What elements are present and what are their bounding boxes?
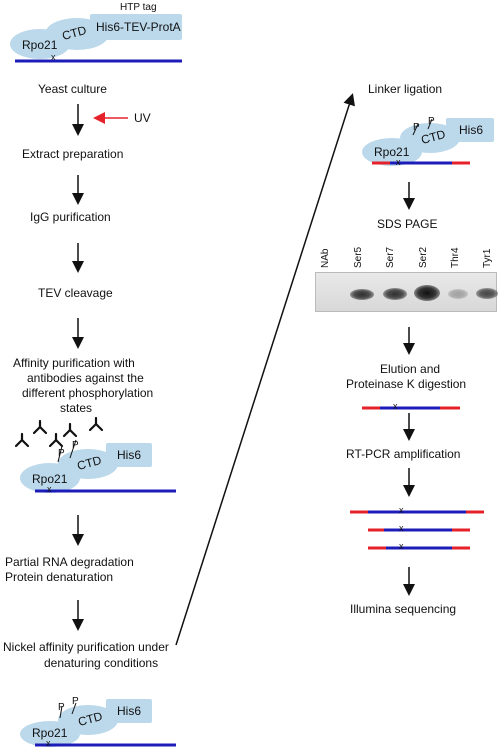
lane-label-ser2: Ser2 <box>418 246 429 268</box>
bottom-crosslink-mark: x <box>46 738 51 748</box>
affinity-crosslink-mark: x <box>47 484 52 494</box>
step-elution-line-2: Proteinase K digestion <box>346 377 467 391</box>
gel-band-ser5 <box>350 289 374 300</box>
step-partial-rna-degradation: Partial RNA degradation <box>5 555 134 569</box>
sds-page-gel <box>315 272 498 312</box>
gel-band-thr4 <box>448 289 468 299</box>
linker-construct <box>362 118 494 166</box>
affinity-p2-label: P <box>72 440 79 451</box>
lane-label-tyr1: Tyr1 <box>482 248 493 268</box>
step-protein-denaturation: Protein denaturation <box>5 570 114 584</box>
step-linker-ligation: Linker ligation <box>368 82 443 96</box>
step-yeast-culture: Yeast culture <box>38 82 107 96</box>
gel-band-ser2 <box>414 285 440 301</box>
tag-box <box>90 14 182 40</box>
step-tev-cleavage: TEV cleavage <box>38 286 113 300</box>
bottom-construct <box>20 699 176 747</box>
pcr-crosslink-mark-1: x <box>399 505 404 515</box>
htp-tag-label: HTP tag <box>120 2 157 13</box>
step-affinity-line-3: different phosphorylation <box>22 386 154 400</box>
linker-rpo21-label: Rpo21 <box>374 145 410 159</box>
linker-his6-label: His6 <box>459 123 484 137</box>
bottom-p1-label: P <box>58 702 65 713</box>
linker-p1-label: P <box>413 122 420 133</box>
step-affinity-line-2: antibodies against the <box>27 371 144 385</box>
step-affinity-line-1: Affinity purification with <box>13 356 135 370</box>
affinity-rpo21-label: Rpo21 <box>32 472 68 486</box>
step-nickel-line-1: Nickel affinity purification under <box>3 640 169 654</box>
step-illumina-sequencing: Illumina sequencing <box>350 602 457 616</box>
linker-p2-label: P <box>428 116 435 127</box>
top-crosslink-mark: x <box>51 52 56 62</box>
uv-label: UV <box>134 111 151 125</box>
linker-crosslink-mark: x <box>396 157 401 167</box>
pcr-crosslink-mark-3: x <box>399 541 404 551</box>
antibodies <box>14 416 104 448</box>
top-rpo21-label: Rpo21 <box>22 38 58 52</box>
rpo21-blob <box>10 29 70 59</box>
affinity-p1-label: P <box>58 448 65 459</box>
tag-box-label: His6-TEV-ProtA <box>96 20 181 34</box>
step-rt-pcr-amplification: RT-PCR amplification <box>346 447 461 461</box>
pcr-products <box>350 510 484 550</box>
lane-label-ser7: Ser7 <box>385 246 396 268</box>
pcr-crosslink-mark-2: x <box>399 523 404 533</box>
top-construct <box>10 14 182 63</box>
step-nickel-line-2: denaturing conditions <box>44 656 159 670</box>
gel-band-tyr1 <box>476 288 498 299</box>
bottom-his6-label: His6 <box>117 704 142 718</box>
elution-crosslink-mark: x <box>393 401 398 411</box>
bottom-p2-label: P <box>72 696 79 707</box>
step-igg-purification: IgG purification <box>30 210 111 224</box>
step-extract-preparation: Extract preparation <box>22 147 124 161</box>
step-elution-line-1: Elution and <box>380 362 441 376</box>
step-sds-page: SDS PAGE <box>377 217 438 231</box>
lane-label-ser5: Ser5 <box>353 246 364 268</box>
lane-label-nab: NAb <box>320 248 331 268</box>
transition-arrow <box>175 93 355 646</box>
lane-label-thr4: Thr4 <box>450 247 461 268</box>
affinity-his6-label: His6 <box>117 448 142 462</box>
affinity-construct <box>20 439 176 493</box>
gel-band-ser7 <box>383 288 407 300</box>
bottom-rpo21-label: Rpo21 <box>32 726 68 740</box>
step-affinity-line-4: states <box>60 401 93 415</box>
